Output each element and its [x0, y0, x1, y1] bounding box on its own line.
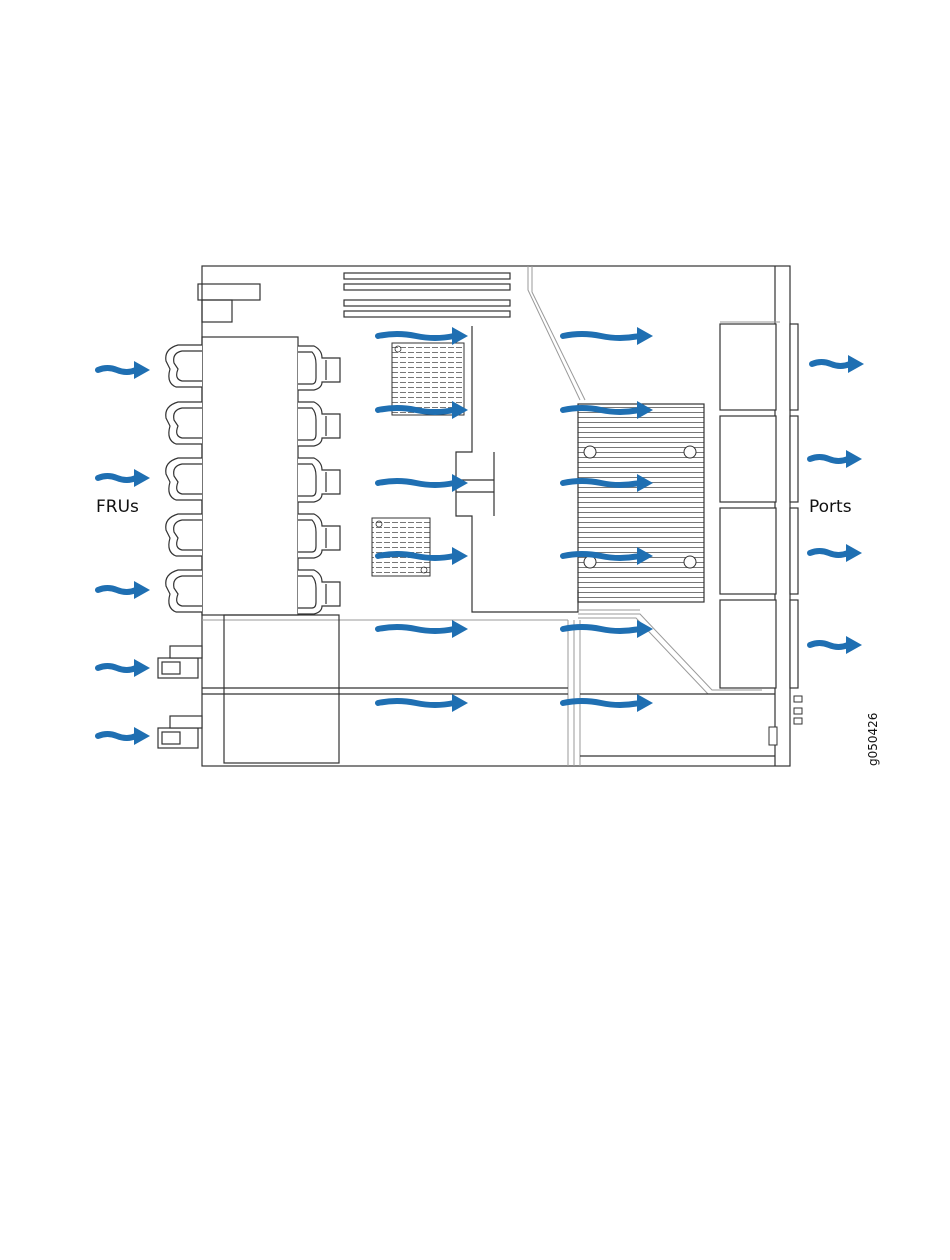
fan-modules — [298, 346, 340, 614]
fan-module-icon — [298, 458, 340, 502]
center-board-outline — [456, 326, 578, 612]
top-left-block-small — [202, 300, 232, 322]
airflow-arrow-icon — [98, 581, 150, 599]
power-supply-block — [224, 615, 339, 763]
small-heatsink-lower — [372, 518, 430, 576]
airflow-arrow-icon — [810, 544, 862, 562]
dimm-slots — [344, 273, 510, 317]
ports-label: Ports — [809, 497, 852, 517]
fru-handle-icon — [166, 570, 202, 612]
airflow-arrow-icon — [378, 327, 468, 345]
fru-handle-icon — [166, 345, 202, 387]
fan-module-icon — [298, 514, 340, 558]
figure-id-label: g050426 — [866, 713, 880, 766]
fru-handles — [166, 345, 202, 612]
power-supply-handles — [158, 646, 202, 748]
fan-module-icon — [298, 570, 340, 614]
airflow-arrow-icon — [563, 620, 653, 638]
frus-label: FRUs — [96, 497, 139, 517]
airflow-arrow-icon — [810, 450, 862, 468]
airflow-arrow-icon — [98, 469, 150, 487]
airflow-arrow-icon — [378, 474, 468, 492]
airflow-arrow-icon — [378, 620, 468, 638]
port-cages — [720, 324, 798, 688]
airflow-arrow-icon — [563, 327, 653, 345]
airflow-arrow-icon — [98, 361, 150, 379]
fan-module-icon — [298, 402, 340, 446]
fru-bay-block — [202, 337, 298, 615]
main-heatsink — [578, 404, 704, 602]
airflow-arrow-icon — [563, 694, 653, 712]
fru-handle-icon — [166, 458, 202, 500]
airflow-arrow-icon — [98, 659, 150, 677]
fru-handle-icon — [166, 514, 202, 556]
top-left-block — [198, 284, 260, 300]
fru-handle-icon — [166, 402, 202, 444]
airflow-arrow-icon — [378, 694, 468, 712]
airflow-arrow-icon — [810, 636, 862, 654]
airflow-arrow-icon — [98, 727, 150, 745]
airflow-arrow-icon — [812, 355, 864, 373]
fan-module-icon — [298, 346, 340, 390]
rear-connectors — [769, 696, 802, 745]
